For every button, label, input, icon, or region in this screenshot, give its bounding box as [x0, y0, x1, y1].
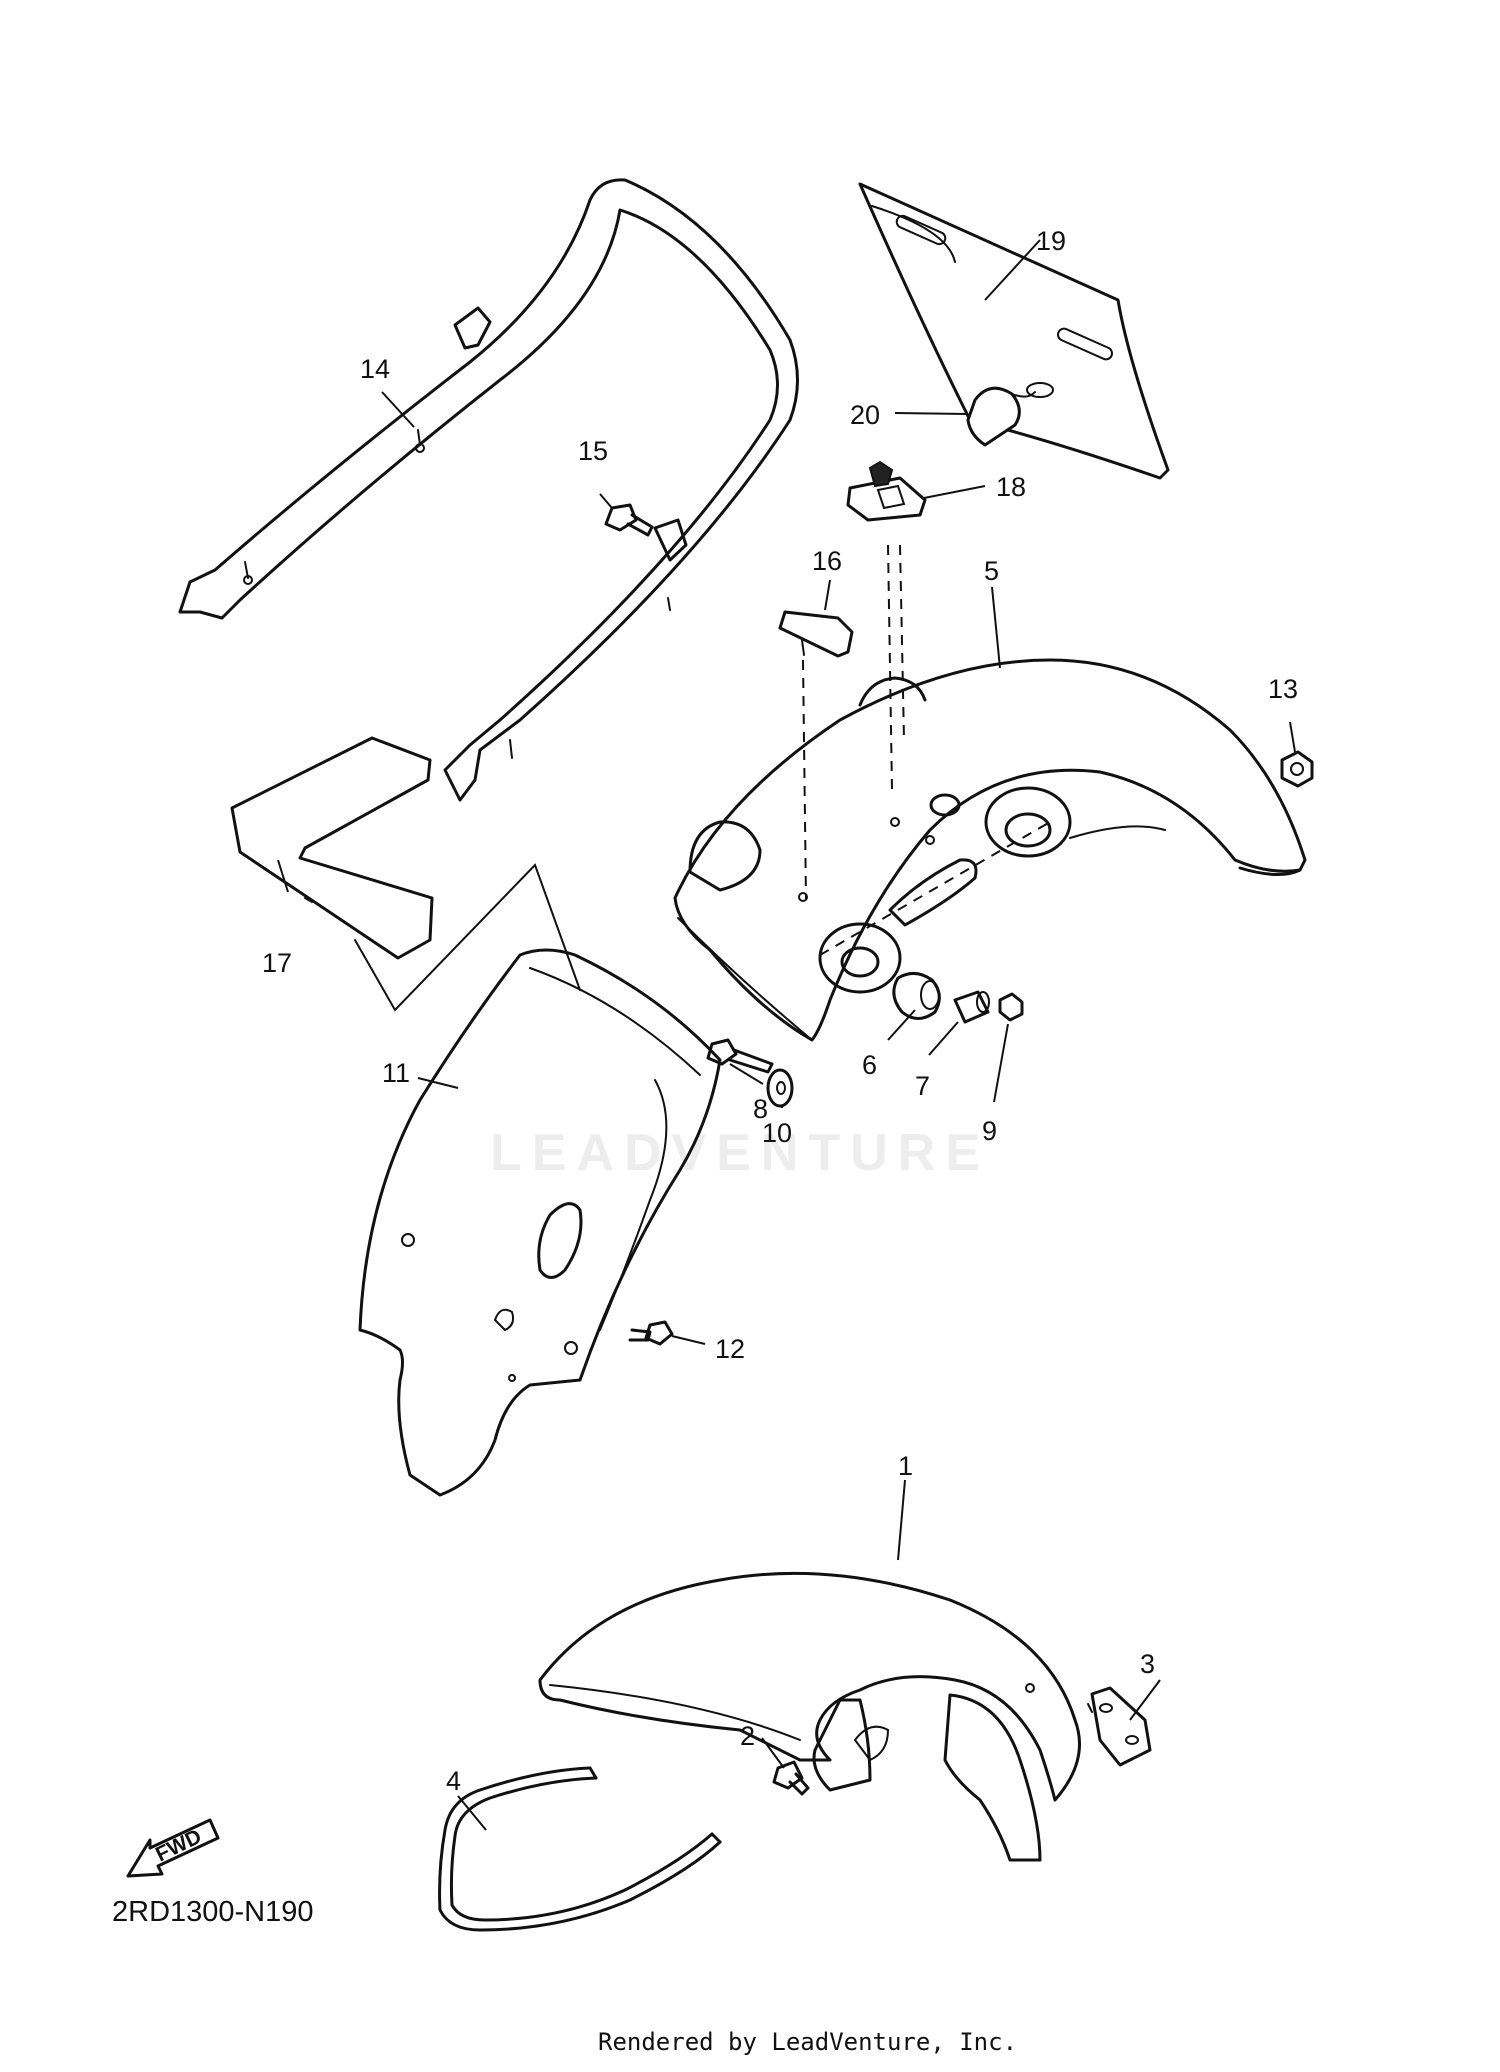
- part-3-bracket[interactable]: [1087, 1686, 1152, 1767]
- leader-18: [923, 485, 986, 499]
- part-1-front-fender[interactable]: [538, 1571, 1081, 1862]
- part-19-license-plate[interactable]: [858, 182, 1170, 480]
- part-16-cover[interactable]: [778, 610, 854, 658]
- leader-8: [729, 1063, 764, 1085]
- callout-labels: 1 2 3 4 5 6 7 8 9 10 11 12 13 14 15 16 1…: [262, 226, 1298, 1796]
- fwd-direction-arrow: FWD: [126, 1818, 220, 1878]
- leader-5: [991, 586, 1001, 669]
- leader-lines: [277, 239, 1296, 1831]
- part-2-bolt[interactable]: [772, 1760, 810, 1796]
- part-13-nut[interactable]: [1280, 750, 1314, 788]
- part-5-rear-fender[interactable]: [673, 658, 1307, 1042]
- leader-19: [984, 239, 1041, 301]
- alignment-line-16: [802, 659, 807, 901]
- leader-14: [381, 391, 415, 428]
- callout-3: 3: [1140, 1649, 1155, 1679]
- leader-17: [277, 859, 289, 893]
- callout-7: 7: [915, 1071, 930, 1101]
- leader-4: [457, 1795, 487, 1831]
- callout-4: 4: [446, 1766, 461, 1796]
- part-12-bolt[interactable]: [628, 1320, 674, 1346]
- leader-13: [1289, 721, 1296, 753]
- callout-6: 6: [862, 1050, 877, 1080]
- callout-10: 10: [762, 1118, 792, 1148]
- part-11-inner-fender[interactable]: [358, 948, 722, 1497]
- callout-20: 20: [850, 400, 880, 430]
- alignment-line-18a: [887, 544, 893, 791]
- callout-16: 16: [812, 546, 842, 576]
- callout-9: 9: [982, 1116, 997, 1146]
- leader-6: [887, 1009, 916, 1041]
- break-line: [354, 863, 581, 1012]
- callout-2: 2: [740, 1721, 755, 1751]
- callout-19: 19: [1036, 226, 1066, 256]
- part-7-collar[interactable]: [953, 990, 990, 1024]
- part-15-bolt[interactable]: [604, 503, 654, 537]
- footer-credit: Rendered by LeadVenture, Inc.: [598, 2028, 1018, 2056]
- leader-11: [417, 1077, 459, 1089]
- part-9-nut[interactable]: [998, 992, 1024, 1022]
- part-20-damper[interactable]: [966, 386, 1036, 447]
- callout-8: 8: [753, 1094, 768, 1124]
- callout-11: 11: [382, 1058, 410, 1088]
- leader-2: [761, 1737, 785, 1769]
- callout-12: 12: [715, 1334, 745, 1364]
- part-4-edge-trim[interactable]: [438, 1766, 722, 1932]
- leader-3: [1129, 1679, 1161, 1721]
- leader-9: [993, 1023, 1009, 1103]
- callout-15: 15: [578, 436, 608, 466]
- alignment-line-18b: [899, 544, 905, 741]
- fwd-label: FWD: [152, 1825, 205, 1867]
- part-10-washer[interactable]: [766, 1068, 794, 1108]
- leader-12: [671, 1335, 706, 1345]
- part-6-grommet[interactable]: [892, 972, 941, 1020]
- callout-18: 18: [996, 472, 1026, 502]
- leader-15: [599, 493, 613, 509]
- part-18-clip[interactable]: [846, 460, 927, 522]
- leader-7: [928, 1021, 959, 1056]
- callout-5: 5: [984, 556, 999, 586]
- part-8-bolt[interactable]: [706, 1038, 774, 1074]
- leader-16: [824, 579, 831, 611]
- part-14-grab-bar[interactable]: [178, 178, 799, 802]
- callout-17: 17: [262, 948, 292, 978]
- leader-20: [894, 412, 969, 415]
- callout-13: 13: [1268, 674, 1298, 704]
- callout-14: 14: [360, 354, 390, 384]
- callout-1: 1: [898, 1451, 913, 1481]
- leader-1: [897, 1479, 906, 1561]
- watermark: LEADVENTURE: [490, 1124, 991, 1182]
- diagram-code: 2RD1300-N190: [112, 1896, 314, 1928]
- part-17-flap[interactable]: [230, 736, 434, 960]
